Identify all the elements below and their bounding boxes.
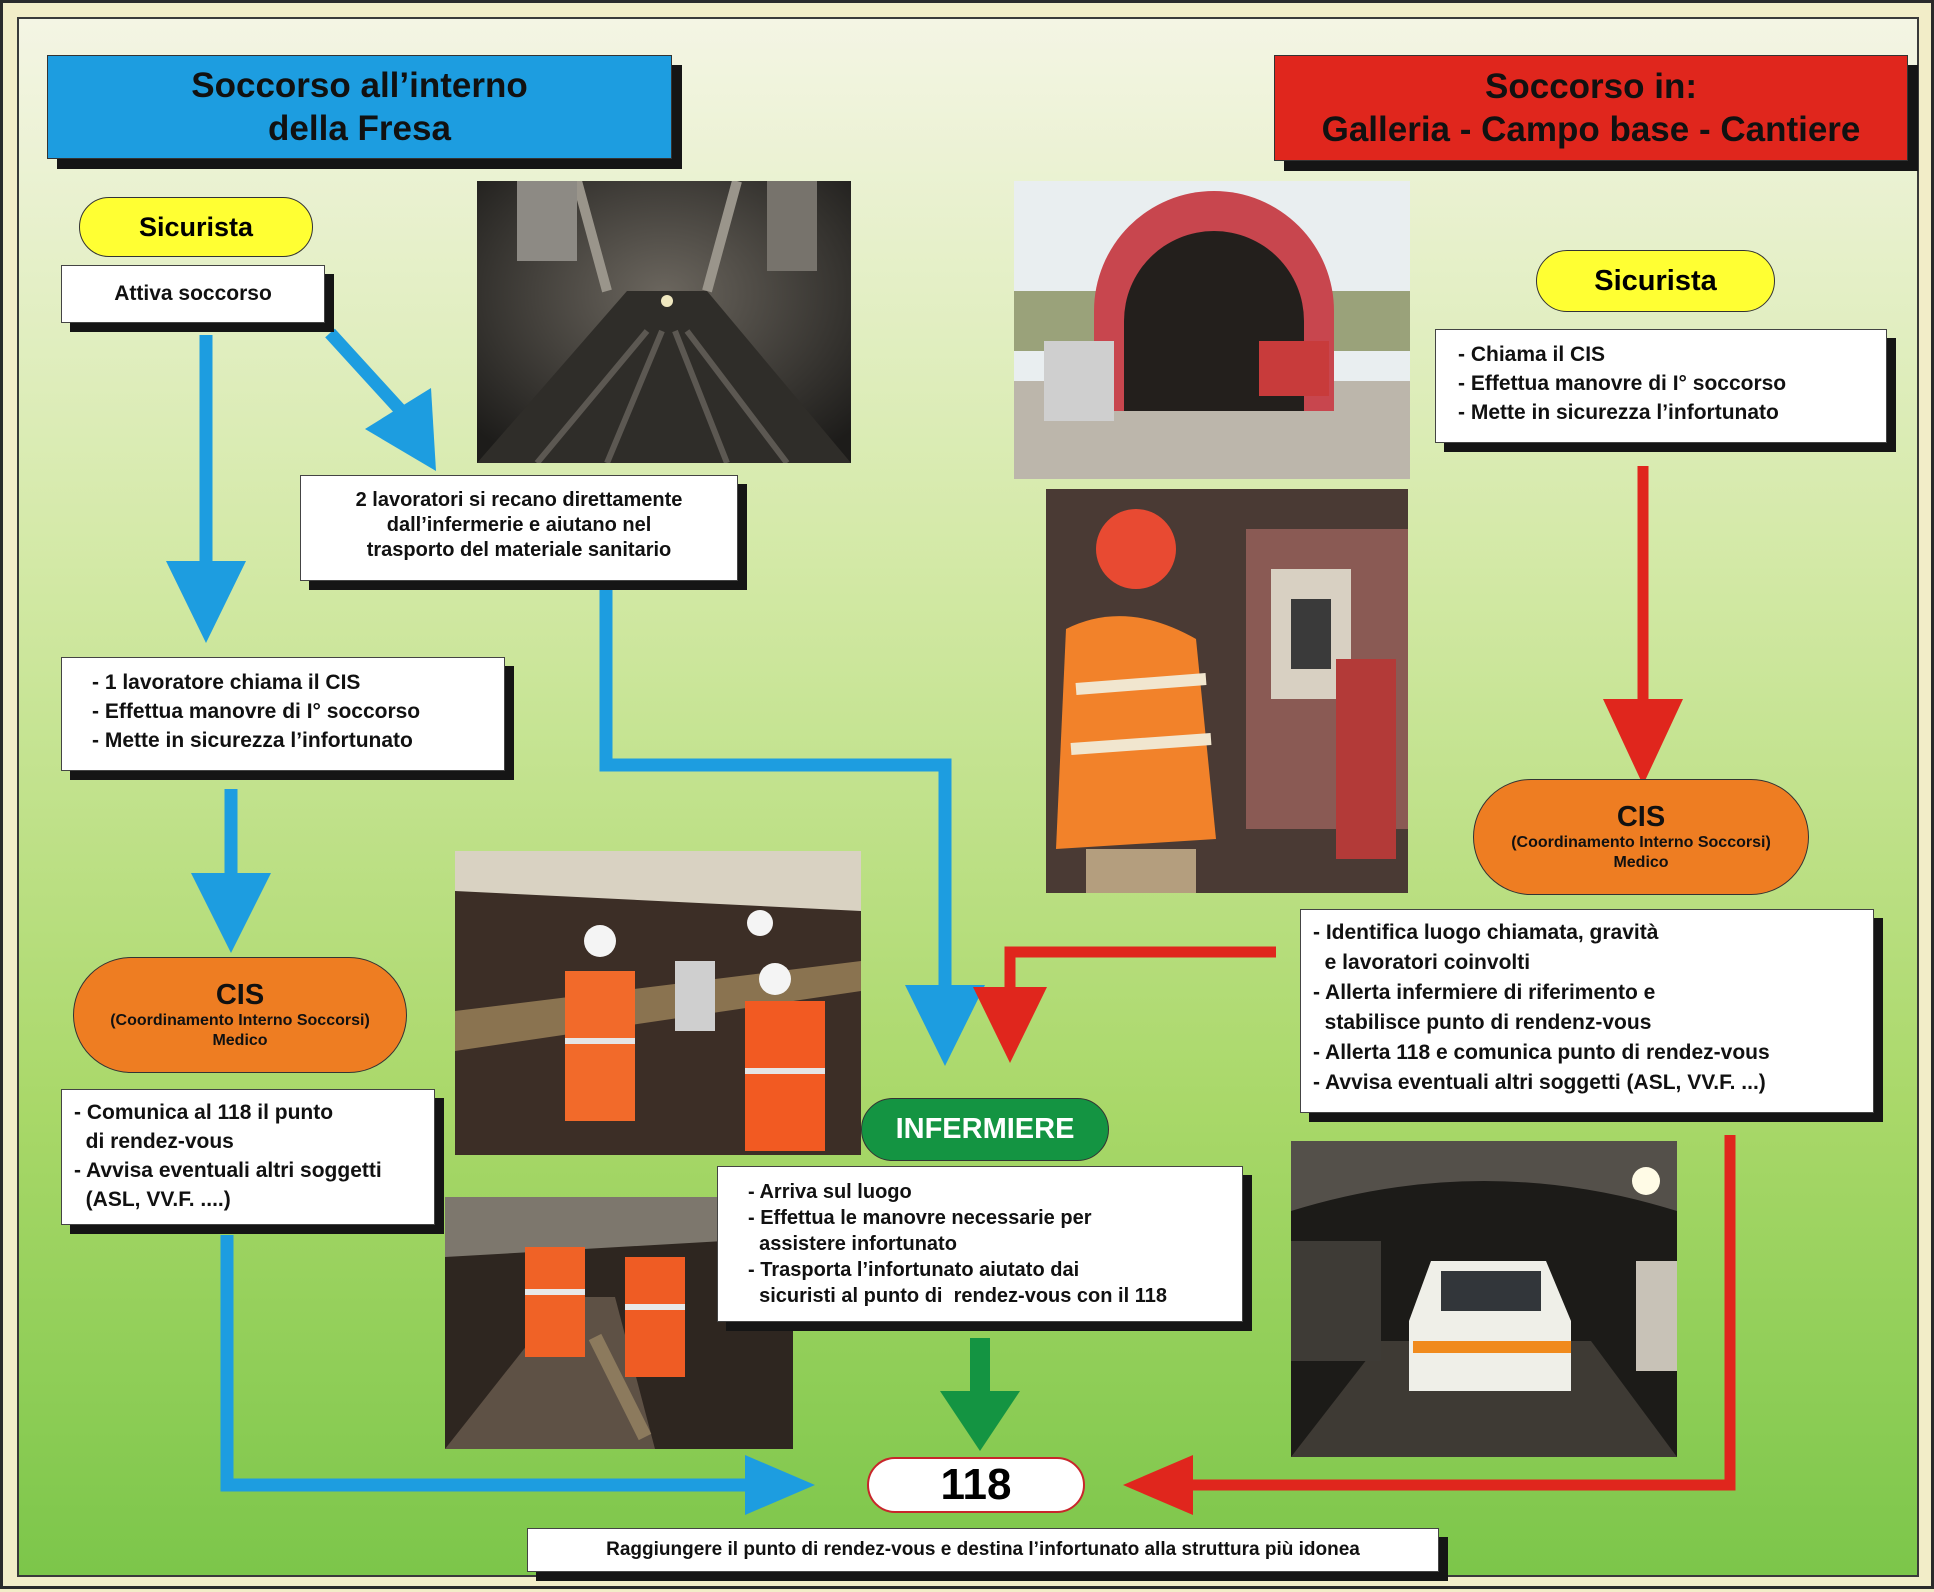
identifica-box: - Identifica luogo chiamata, gravità e l… [1300,909,1874,1113]
emergency-118-label: 118 [940,1460,1012,1509]
cis-left-subtitle: (Coordinamento Interno Soccorsi) [110,1012,370,1029]
left-actions-box: - 1 lavoratore chiama il CIS - Effettua … [61,657,505,771]
cis-right-title: CIS [1616,801,1666,833]
arrowhead-5 [745,1455,815,1515]
photo-tbm-interior [477,181,851,463]
arrowhead-3 [191,873,271,953]
flow-arrows [166,328,1736,1515]
cis-right-role: Medico [1613,854,1669,871]
arrow-lavoratori-to-infermiere [599,588,952,991]
cis-left-title: CIS [215,979,265,1011]
header-right-line-1: Soccorso in: [1485,67,1697,106]
header-left-line-2: della Fresa [268,109,451,148]
final-note-box: Raggiungere il punto di rendez-vous e de… [527,1528,1439,1572]
comunica-line-2: di rendez-vous [74,1130,234,1153]
header-right-line-2: Galleria - Campo base - Cantiere [1321,110,1861,149]
arrow-cis-to-infermiere [1004,946,1276,993]
infermiere-line-4: - Trasporta l’infortunato aiutato dai [748,1259,1080,1281]
header-left-line-1: Soccorso all’interno [191,66,528,105]
infermiere-actions-box: - Arriva sul luogo - Effettua le manovre… [717,1166,1243,1322]
header-right: Soccorso in: Galleria - Campo base - Can… [1274,55,1908,161]
arrow-attiva-to-lavoratori [325,328,408,418]
identifica-line-5: - Allerta 118 e comunica punto di rendez… [1313,1041,1770,1064]
lavoratori-box: 2 lavoratori si recano direttamente dall… [300,475,738,581]
cis-left: CIS (Coordinamento Interno Soccorsi) Med… [73,957,407,1073]
lavoratori-line-2: dall’infermerie e aiutano nel [386,514,652,536]
arrowhead-6 [1603,699,1683,785]
cis-right-subtitle: (Coordinamento Interno Soccorsi) [1511,834,1771,851]
arrowhead-9 [940,1391,1020,1451]
identifica-line-6: - Avvisa eventuali altri soggetti (ASL, … [1313,1071,1766,1094]
identifica-line-2: e lavoratori coinvolti [1313,951,1531,974]
photo-ambulance-tunnel [1291,1141,1677,1457]
infermiere-label: INFERMIERE [895,1113,1075,1145]
sicurista-right-badge: Sicurista [1536,250,1775,312]
infermiere-line-2: - Effettua le manovre necessarie per [748,1207,1092,1229]
left-actions-line-1: - 1 lavoratore chiama il CIS [92,671,361,694]
infermiere-line-1: - Arriva sul luogo [748,1181,912,1203]
lavoratori-line-3: trasporto del materiale sanitario [366,539,672,561]
photo-rescue-workers [455,851,861,1155]
comunica-line-1: - Comunica al 118 il punto [74,1101,334,1124]
right-actions-line-1: - Chiama il CIS [1458,343,1606,366]
identifica-line-1: - Identifica luogo chiamata, gravità [1313,921,1659,944]
left-actions-line-2: - Effettua manovre di I° soccorso [92,700,421,723]
photo-tunnel-portal [1014,181,1410,479]
final-note-text: Raggiungere il punto di rendez-vous e de… [606,1539,1360,1560]
arrow-cis-to-118 [220,1235,755,1492]
right-actions-box: - Chiama il CIS - Effettua manovre di I°… [1435,329,1887,443]
infermiere-badge: INFERMIERE [861,1098,1109,1161]
right-actions-line-2: - Effettua manovre di I° soccorso [1458,372,1787,395]
sicurista-right-label: Sicurista [1594,264,1717,297]
left-actions-line-3: - Mette in sicurezza l’infortunato [92,729,413,752]
infermiere-line-5: sicuristi al punto di rendez-vous con il… [748,1285,1167,1307]
attiva-soccorso-box: Attiva soccorso [61,265,325,323]
identifica-line-3: - Allerta infermiere di riferimento e [1313,981,1656,1004]
cis-left-role: Medico [212,1032,268,1049]
emergency-118-badge: 118 [867,1457,1085,1513]
cis-right: CIS (Coordinamento Interno Soccorsi) Med… [1473,779,1809,895]
comunica-box: - Comunica al 118 il punto di rendez-vou… [61,1089,435,1225]
sicurista-left-badge: Sicurista [79,197,313,257]
arrowhead-1 [166,561,246,643]
arrow-cis-to-118-right [1183,1135,1736,1491]
arrowhead-2 [365,388,436,471]
infermiere-line-3: assistere infortunato [748,1233,957,1255]
right-actions-line-3: - Mette in sicurezza l’infortunato [1458,401,1779,424]
arrowhead-8 [1123,1455,1193,1515]
attiva-soccorso-text: Attiva soccorso [114,282,272,305]
comunica-line-4: (ASL, VV.F. ....) [74,1188,231,1211]
identifica-line-4: stabilisce punto di rendenz-vous [1313,1011,1652,1034]
comunica-line-3: - Avvisa eventuali altri soggetti [74,1159,382,1182]
arrowhead-4 [905,985,985,1066]
photo-emergency-phone [1046,489,1408,893]
lavoratori-line-1: 2 lavoratori si recano direttamente [355,489,683,511]
arrowhead-7 [973,987,1047,1063]
sicurista-left-label: Sicurista [138,211,254,242]
header-left: Soccorso all’interno della Fresa [47,55,672,159]
